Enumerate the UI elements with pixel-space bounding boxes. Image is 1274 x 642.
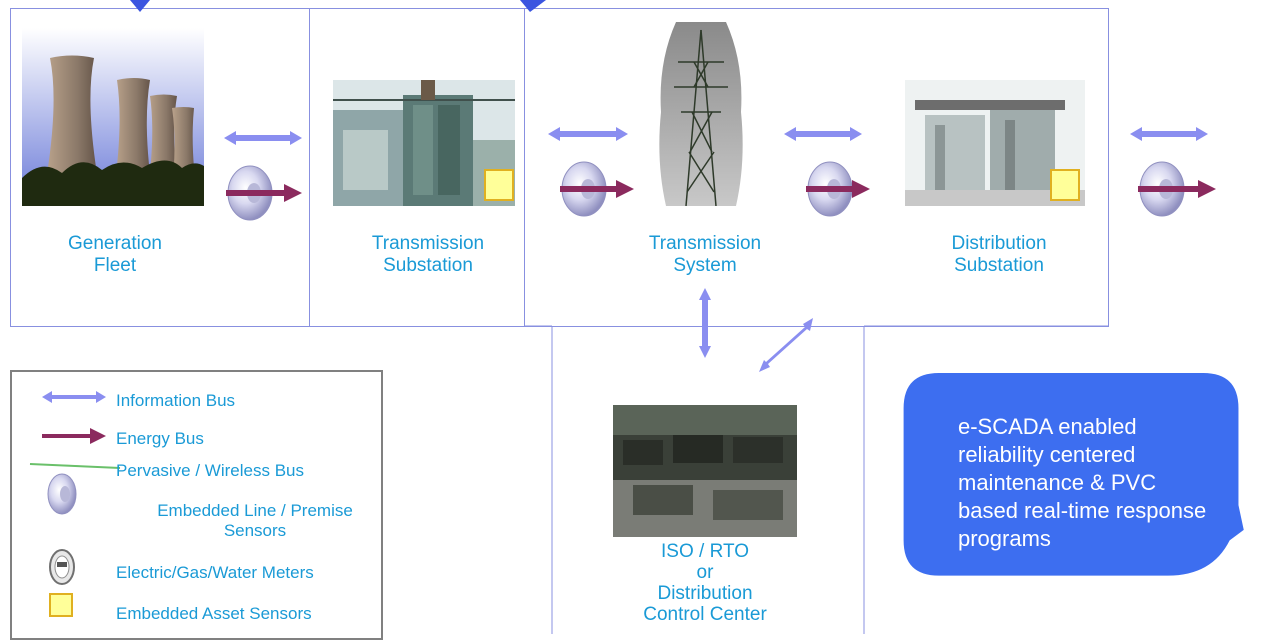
tx-substation-box <box>309 8 525 327</box>
label-line: Substation <box>383 255 473 276</box>
asset-sensor-icon <box>484 169 514 201</box>
generation-fleet-image <box>22 28 204 206</box>
label-line: Distribution <box>951 233 1047 254</box>
legend-icons <box>29 391 121 617</box>
control-center-image <box>613 405 797 537</box>
legend: Information Bus Energy Bus Pervasive / W… <box>10 370 383 640</box>
label-line: Transmission <box>371 233 485 254</box>
legend-line: Sensors <box>223 521 287 540</box>
label-line: Generation <box>67 233 162 254</box>
transmission-system-label: Transmission System <box>620 233 790 277</box>
distribution-substation-label: Distribution Substation <box>914 233 1084 277</box>
label-line: Distribution <box>657 583 753 604</box>
control-center-label: ISO / RTO or Distribution Control Center <box>600 541 810 625</box>
label-line: Control Center <box>643 604 767 625</box>
legend-meters: Electric/Gas/Water Meters <box>116 563 314 582</box>
label-line: Transmission <box>648 233 762 254</box>
legend-wireless-bus: Pervasive / Wireless Bus <box>116 461 304 480</box>
label-line: System <box>673 255 737 276</box>
callout-bubble <box>903 373 1244 576</box>
info-bus-arrow <box>548 127 628 141</box>
label-line: ISO / RTO <box>661 541 749 562</box>
line-sensor-icon <box>47 473 77 515</box>
meter-icon <box>49 549 75 585</box>
wireless-bus-icon <box>29 463 121 469</box>
legend-asset-sensors: Embedded Asset Sensors <box>116 604 312 623</box>
label-line: Fleet <box>93 255 137 276</box>
transmission-tower-image <box>656 22 746 206</box>
info-bus-arrow <box>224 131 302 145</box>
tx-system-box <box>524 8 1109 327</box>
asset-sensor-legend-icon <box>49 593 73 617</box>
info-bus-arrow <box>1130 127 1208 141</box>
label-line: or <box>696 562 714 583</box>
legend-line: Embedded Line / Premise <box>157 501 353 520</box>
energy-arrow-icon <box>42 428 106 444</box>
legend-line-sensors: Embedded Line / Premise Sensors <box>130 501 380 541</box>
generation-fleet-label: Generation Fleet <box>30 233 200 277</box>
callout-text: e-SCADA enabled reliability centered mai… <box>958 414 1207 551</box>
legend-info-bus: Information Bus <box>116 391 236 410</box>
label-line: Substation <box>954 255 1044 276</box>
transmission-substation-label: Transmission Substation <box>343 233 513 277</box>
double-arrow-icon <box>42 391 106 403</box>
info-bus-arrow <box>784 127 862 141</box>
legend-energy-bus: Energy Bus <box>116 429 204 448</box>
asset-sensor-icon <box>1050 169 1080 201</box>
